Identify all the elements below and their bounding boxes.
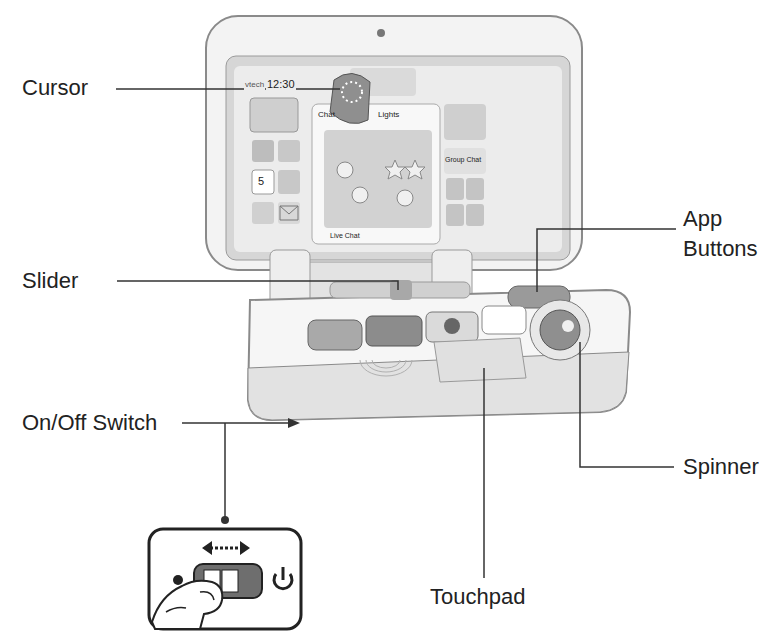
screen-bezel	[226, 56, 570, 260]
brand-logo: vtech	[244, 80, 265, 90]
chat-panel	[312, 104, 440, 244]
camera	[377, 29, 385, 37]
cursor-pointer	[330, 73, 370, 123]
callout-label: Touchpad	[430, 584, 525, 610]
slider-leader	[117, 281, 398, 290]
touchpad	[434, 338, 526, 382]
switch-inset	[149, 529, 301, 629]
screen-tile	[466, 204, 484, 226]
laptop-lid	[206, 16, 582, 270]
callout-label: On/Off Switch	[22, 410, 157, 436]
slide-arrowheads	[202, 541, 250, 555]
mail-tile	[278, 202, 300, 224]
leader-arrowhead	[288, 418, 300, 428]
screen-tab: Group Chat	[445, 156, 485, 164]
leader-dot	[221, 516, 229, 524]
cursor-leader	[116, 88, 340, 90]
spinner-ring	[530, 300, 590, 360]
screen-tile	[446, 178, 464, 200]
screen-tile	[444, 148, 486, 174]
emoji	[352, 187, 368, 203]
switch-knob	[222, 570, 238, 592]
app-button	[426, 312, 478, 342]
finger-crease	[166, 608, 186, 613]
calendar-tile	[252, 170, 274, 194]
slide-arrow	[210, 547, 242, 550]
callout-label: Cursor	[22, 75, 88, 101]
app-button	[366, 316, 422, 346]
screen-tile	[252, 140, 274, 162]
emoji	[337, 162, 353, 178]
eye-icon	[444, 318, 460, 334]
screen-tab: Live Chat	[330, 232, 360, 240]
screen-tile	[446, 204, 464, 226]
screen-clock: 12:30	[266, 78, 296, 91]
screen-tile	[252, 202, 274, 224]
laptop-base	[248, 290, 630, 420]
leader-lines	[116, 89, 676, 578]
mail-icon	[280, 206, 298, 220]
touchpad-leader	[483, 368, 485, 578]
spinner-mark	[562, 320, 574, 332]
switch-leader	[224, 423, 226, 519]
power-symbol	[282, 567, 285, 580]
app-buttons-leader	[537, 229, 676, 292]
screen-tile	[250, 98, 298, 132]
callout-label: Slider	[22, 268, 78, 294]
emoji	[397, 190, 413, 206]
screen	[234, 66, 562, 252]
star	[385, 160, 405, 179]
callout-label: Spinner	[683, 454, 759, 480]
screen-tile	[444, 104, 486, 140]
chat-area	[324, 130, 432, 228]
spinner	[540, 310, 580, 350]
cursor-ring	[342, 82, 362, 102]
spinner-leader	[580, 342, 674, 467]
star	[405, 160, 425, 179]
screen-tab: Chat	[318, 110, 335, 120]
screen-tile	[466, 178, 484, 200]
screen-tile	[278, 140, 300, 162]
app-button	[308, 320, 362, 350]
screen-tile	[278, 170, 300, 194]
calendar-number: 5	[258, 175, 264, 188]
speaker	[360, 360, 412, 376]
finger	[152, 581, 222, 629]
callout-label: App Buttons	[683, 204, 771, 264]
off-dot	[173, 575, 183, 585]
app-button	[482, 306, 526, 334]
switch-leader	[182, 422, 290, 424]
screen-tab: Lights	[378, 110, 399, 120]
fingernail	[200, 592, 214, 600]
slider-knob	[390, 280, 412, 300]
